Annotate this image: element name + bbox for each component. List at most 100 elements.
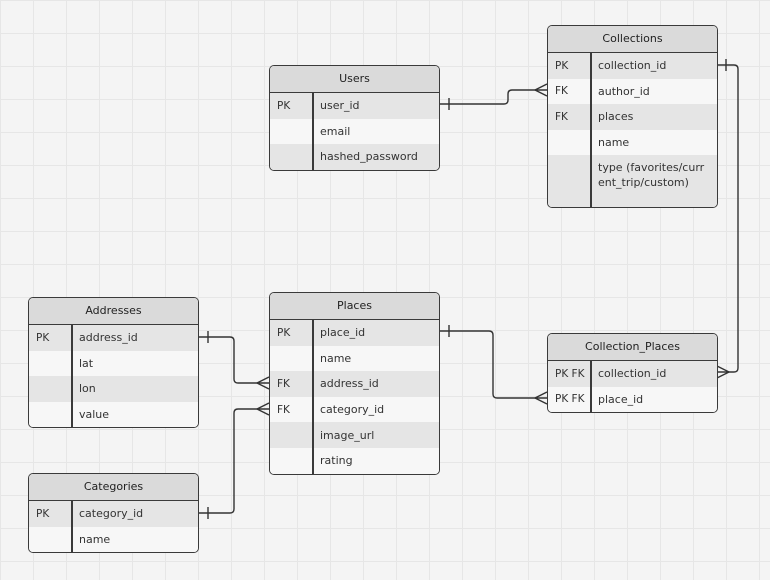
field-name: hashed_password — [320, 150, 418, 164]
field-name: author_id — [598, 84, 650, 98]
field-name: place_id — [598, 392, 644, 406]
connector-categories-places[interactable] — [198, 408, 269, 514]
places-table-title: Places — [270, 293, 439, 320]
key-type-label: FK — [555, 85, 568, 98]
categories-row[interactable]: name — [29, 526, 198, 553]
field-name: name — [598, 136, 630, 150]
users-row[interactable]: hashed_password — [270, 144, 439, 170]
collections-row[interactable]: type (favorites/current_trip/custom) — [548, 155, 717, 208]
addresses-row[interactable]: value — [29, 401, 198, 428]
key-type-label: PK — [555, 59, 569, 72]
field-name: name — [79, 532, 111, 546]
field-name: user_id — [320, 99, 360, 113]
column-divider — [71, 501, 73, 527]
categories-table-title: Categories — [29, 474, 198, 501]
column-divider — [312, 422, 314, 448]
column-divider — [312, 447, 314, 474]
key-type-label: PK FK — [555, 393, 585, 406]
field-name: value — [79, 408, 110, 422]
column-divider — [71, 350, 73, 377]
addresses-row[interactable]: lat — [29, 350, 198, 377]
connector-users-collections[interactable] — [440, 89, 547, 105]
column-divider — [312, 93, 314, 119]
field-name: rating — [320, 454, 353, 468]
column-divider — [71, 325, 73, 351]
collections-row[interactable]: name — [548, 129, 717, 156]
users-row[interactable]: email — [270, 118, 439, 145]
column-divider — [312, 118, 314, 145]
many-marker-collectionplaces-place — [534, 391, 548, 405]
connector-addresses-places[interactable] — [198, 336, 269, 384]
field-name: collection_id — [598, 59, 667, 73]
key-type-label: PK — [277, 326, 291, 339]
field-name: category_id — [320, 403, 385, 417]
column-divider — [71, 526, 73, 553]
field-name: address_id — [79, 331, 138, 345]
connector-collections-collectionplaces[interactable] — [717, 64, 739, 373]
categories-row[interactable]: PK category_id — [29, 501, 198, 527]
column-divider — [312, 320, 314, 346]
column-divider — [312, 371, 314, 397]
column-divider — [590, 104, 592, 130]
places-row[interactable]: rating — [270, 447, 439, 474]
collection-places-row[interactable]: PK FK place_id — [548, 386, 717, 413]
field-name: lon — [79, 382, 96, 396]
places-row[interactable]: image_url — [270, 422, 439, 448]
key-type-label: PK — [277, 99, 291, 112]
field-name: type (favorites/current_trip/custom) — [598, 161, 705, 190]
collections-row[interactable]: PK collection_id — [548, 53, 717, 79]
addresses-row[interactable]: lon — [29, 376, 198, 402]
places-row[interactable]: name — [270, 345, 439, 372]
column-divider — [312, 144, 314, 170]
column-divider — [590, 386, 592, 413]
collections-row[interactable]: FK places — [548, 104, 717, 130]
key-type-label: PK — [36, 507, 50, 520]
many-marker-collections-author — [534, 83, 548, 97]
field-name: image_url — [320, 428, 375, 442]
key-type-label: FK — [555, 110, 568, 123]
field-name: collection_id — [598, 367, 667, 381]
key-type-label: PK — [36, 331, 50, 344]
field-name: lat — [79, 356, 94, 370]
addresses-table-title: Addresses — [29, 298, 198, 325]
field-name: places — [598, 110, 634, 124]
connector-places-collectionplaces[interactable] — [440, 330, 547, 399]
column-divider — [590, 155, 592, 208]
places-row[interactable]: PK place_id — [270, 320, 439, 346]
column-divider — [590, 129, 592, 156]
collections-table-title: Collections — [548, 26, 717, 53]
many-marker-places-category — [256, 402, 270, 416]
field-name: category_id — [79, 507, 144, 521]
column-divider — [590, 78, 592, 105]
users-row[interactable]: PK user_id — [270, 93, 439, 119]
addresses-row[interactable]: PK address_id — [29, 325, 198, 351]
column-divider — [312, 345, 314, 372]
field-name: address_id — [320, 377, 379, 391]
column-divider — [590, 361, 592, 387]
field-name: email — [320, 124, 351, 138]
key-type-label: FK — [277, 377, 290, 390]
column-divider — [590, 53, 592, 79]
field-name: name — [320, 351, 352, 365]
users-table-title: Users — [270, 66, 439, 93]
collection-places-table-title: Collection_Places — [548, 334, 717, 361]
field-name: place_id — [320, 326, 366, 340]
column-divider — [71, 376, 73, 402]
column-divider — [71, 401, 73, 428]
collections-row[interactable]: FK author_id — [548, 78, 717, 105]
places-row[interactable]: FK address_id — [270, 371, 439, 397]
